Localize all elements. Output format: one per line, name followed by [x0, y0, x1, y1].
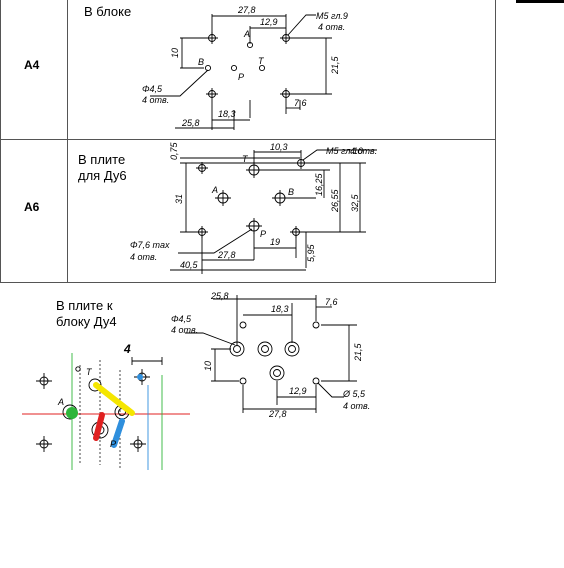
a6-callout-m5: M5 гл.10 [326, 146, 363, 156]
a6-dim-31: 31 [174, 194, 184, 204]
a4-callout-m5: M5 гл.9 [316, 11, 348, 21]
plate4-dim-12-9: 12,9 [289, 386, 307, 396]
plate4-hole-tl [239, 321, 247, 329]
row-label-a6: A6 [24, 200, 40, 214]
plate4-dim-7-6: 7,6 [325, 297, 338, 307]
row-label-a4: A4 [24, 58, 40, 72]
plate4-dim-18-3: 18,3 [271, 304, 289, 314]
a4-dim-10: 10 [170, 48, 180, 58]
a4-label-b: B [198, 57, 204, 67]
table-column-divider [67, 0, 68, 282]
a6-callout-m5-count: 4 отв. [350, 146, 377, 156]
sketch-port-t [88, 378, 102, 392]
plate4-callout-d55: Ø 5,5 [342, 389, 366, 399]
a6-dim-40-5: 40,5 [180, 260, 199, 270]
a6-dim-16-25: 16,25 [314, 172, 324, 196]
plate4-callout-d45: Φ4,5 [171, 314, 192, 324]
a6-dim-0-75: 0,75 [169, 141, 179, 160]
plate4-port-4 [269, 365, 285, 381]
sketch-label-a: A [57, 397, 64, 407]
a4-label-a: A [243, 29, 250, 39]
sketch-yellow-link [93, 382, 135, 416]
plate4-drawing: 25,8 18,3 7,6 10 21,5 12,9 27,8 Φ4,5 4 о… [171, 291, 370, 419]
plate4-dim-27-8: 27,8 [268, 409, 287, 419]
a6-label-b: B [288, 187, 294, 197]
plate4-port-2 [257, 341, 273, 357]
a4-drawing: 27,8 12,9 10 21,5 18,3 7,6 25,8 A B P T … [142, 5, 348, 130]
a4-port-p [230, 64, 238, 72]
plate4-dim-21-5: 21,5 [353, 342, 363, 362]
plate4-dim-25-8: 25,8 [210, 291, 229, 301]
caption-plate-to-block-line2: блоку Ду4 [56, 314, 117, 329]
a6-dim-26-55: 26,55 [330, 188, 340, 213]
top-right-mark [516, 0, 564, 3]
a6-drawing: 0,75 10,3 31 16,25 26,55 32,5 19 27,8 5,… [130, 141, 377, 274]
a6-dim-27-8: 27,8 [217, 250, 236, 260]
a4-dim-7-6: 7,6 [294, 98, 307, 108]
caption-in-plate-line1: В плите [78, 152, 126, 167]
plate4-dim-10: 10 [203, 361, 213, 371]
table-row-divider [0, 139, 496, 140]
a6-label-p: P [260, 229, 266, 239]
plate4-hole-bl [239, 377, 247, 385]
sketch-dim-4: 4 [123, 342, 131, 356]
plate4-hole-br [312, 377, 320, 385]
a6-dim-19: 19 [270, 237, 280, 247]
a6-label-t: T [242, 154, 249, 164]
a4-label-t: T [258, 56, 265, 66]
a6-callout-d76: Φ7,6 max [130, 240, 170, 250]
sketch-red-link [93, 412, 105, 441]
plate4-port-3 [284, 341, 300, 357]
sketch-label-t: T [86, 367, 93, 377]
a4-dim-21-5: 21,5 [330, 55, 340, 75]
connection-sketch: 4 T A P [22, 342, 190, 470]
a4-callout-d45: Φ4,5 [142, 84, 163, 94]
a4-port-t [258, 64, 266, 72]
a6-dim-5-95: 5,95 [306, 243, 316, 262]
a4-port-b [204, 64, 212, 72]
caption-in-block: В блоке [84, 4, 132, 19]
plate4-hole-tr [312, 321, 320, 329]
a4-callout-d45-count: 4 отв. [142, 95, 169, 105]
sketch-blue-link [111, 418, 125, 448]
a6-dim-32-5: 32,5 [350, 193, 360, 212]
sketch-green-marker [66, 407, 78, 419]
a4-callout-m5-count: 4 отв. [318, 22, 345, 32]
a4-label-p: P [238, 72, 244, 82]
a4-dim-25-8: 25,8 [181, 118, 200, 128]
a4-dim-12-9: 12,9 [260, 17, 278, 27]
a6-label-a: A [211, 185, 218, 195]
caption-in-plate-line2: для Ду6 [78, 168, 127, 183]
caption-plate-to-block-line1: В плите к [56, 298, 113, 313]
a6-dim-10-3: 10,3 [270, 142, 288, 152]
sketch-blue-marker [137, 374, 143, 380]
table-frame [0, 0, 496, 283]
sketch-label-p: P [110, 439, 116, 449]
a4-dim-27-8: 27,8 [237, 5, 256, 15]
plate4-callout-d45-count: 4 отв. [171, 325, 198, 335]
a6-callout-d76-count: 4 отв. [130, 252, 157, 262]
a4-dim-18-3: 18,3 [218, 109, 236, 119]
plate4-callout-d55-count: 4 отв. [343, 401, 370, 411]
